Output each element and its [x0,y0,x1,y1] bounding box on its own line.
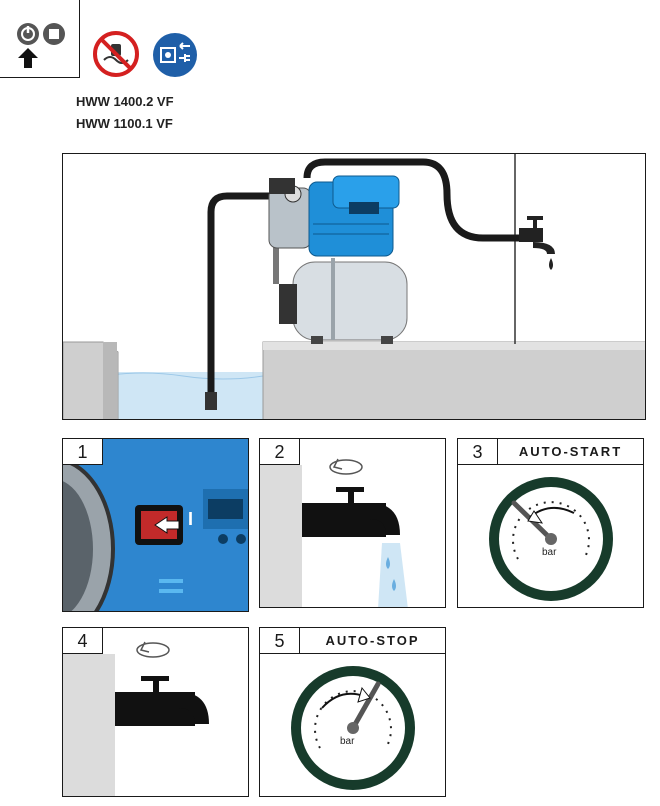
step-5-number: 5 [260,628,300,654]
step-4-panel: 4 [62,627,249,797]
step-4-number: 4 [63,628,103,654]
unplug-icon [153,33,197,77]
open-faucet-illustration [260,458,408,607]
step-3-panel: 3 AUTO-START bar [457,438,644,608]
model-name-1: HWW 1400.2 VF [76,94,174,109]
gauge-unit-3: bar [542,547,557,558]
step-1-number: 1 [63,439,103,465]
step-3-title: AUTO-START [498,439,643,465]
power-stop-icon [17,23,65,68]
power-icon-box [0,0,80,78]
step-5-title: AUTO-STOP [300,628,445,654]
no-dry-run-icon [93,31,139,77]
model-name-2: HWW 1100.1 VF [76,116,173,131]
step-5-panel: 5 AUTO-STOP bar [259,627,446,797]
switch-on-mark: I [188,509,194,529]
step-2-number: 2 [260,439,300,465]
pressure-gauge-high [291,666,415,790]
step-3-number: 3 [458,439,498,465]
pressure-gauge-low [489,477,613,601]
pump-switch-illustration [63,439,248,611]
gauge-unit-5: bar [340,736,355,747]
pump-installation-illustration [63,154,645,419]
closed-faucet-illustration [63,641,209,796]
step-1-panel: 1 I [62,438,249,612]
installation-scene [62,153,646,420]
step-2-panel: 2 [259,438,446,608]
